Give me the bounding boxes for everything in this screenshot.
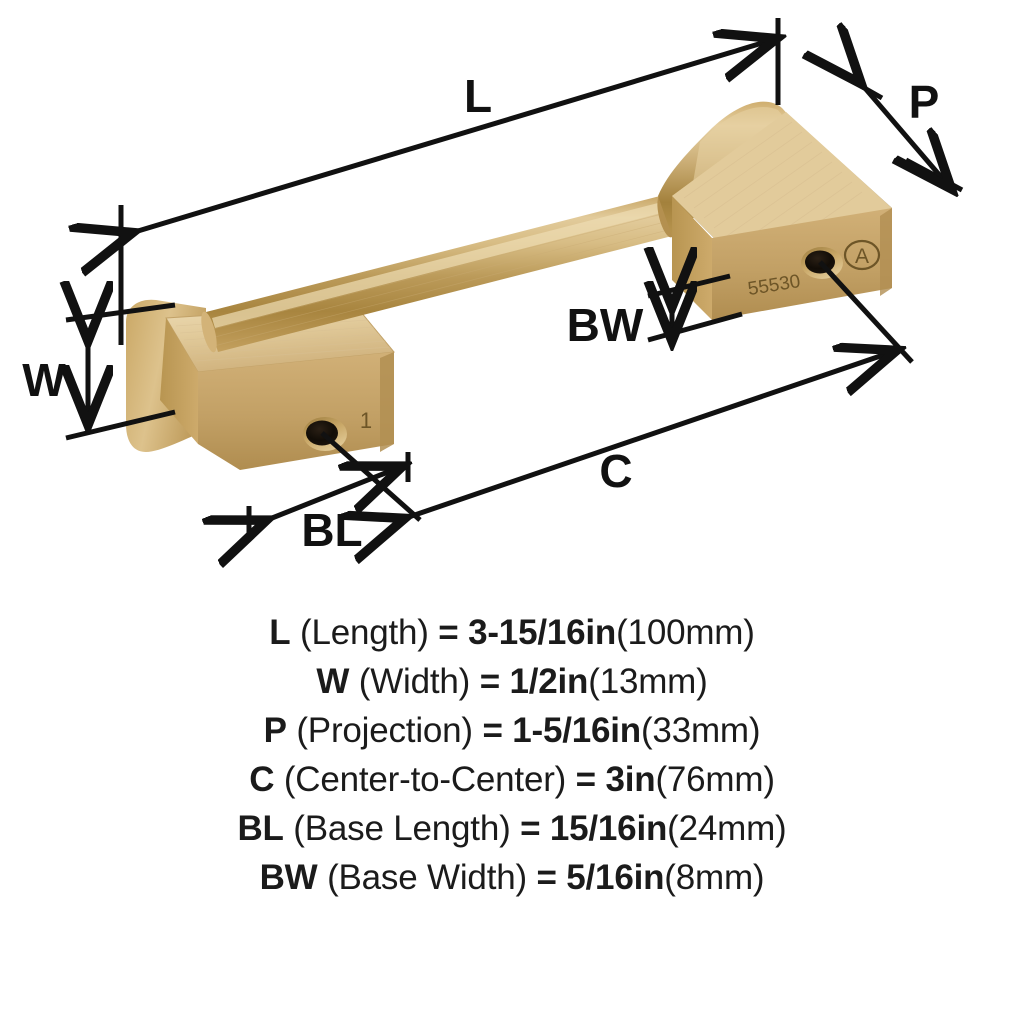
spec-value-width: 1/2in (509, 662, 589, 701)
spec-name-base-length: (Base Length) (293, 809, 511, 848)
center-to-center-dimension-line (400, 352, 892, 520)
spec-row-width: W (Width) = 1/2in(13mm) (0, 657, 1024, 706)
left-post-mark: 1 (360, 408, 372, 433)
spec-value-base-width: 5/16in (566, 858, 665, 897)
spec-equals-base-width: = (536, 858, 557, 897)
spec-name-length: (Length) (300, 613, 429, 652)
spec-value-projection: 1-5/16in (512, 711, 641, 750)
brand-mark-icon: A (843, 239, 881, 271)
spec-row-length: L (Length) = 3-15/16in(100mm) (0, 608, 1024, 657)
spec-abbr-projection: P (263, 711, 287, 750)
base-width-extension-bottom (647, 311, 743, 343)
spec-metric-base-length: (24mm) (667, 809, 787, 848)
spec-equals-base-length: = (520, 809, 541, 848)
spec-abbr-width: W (316, 662, 350, 701)
projection-dimension-line (858, 80, 948, 185)
spec-metric-center-to-center: (76mm) (655, 760, 775, 799)
spec-name-width: (Width) (358, 662, 471, 701)
spec-name-projection: (Projection) (296, 711, 473, 750)
spec-value-center-to-center: 3in (605, 760, 656, 799)
spec-row-projection: P (Projection) = 1-5/16in(33mm) (0, 706, 1024, 755)
spec-abbr-base-length: BL (237, 809, 284, 848)
label-base-width: BW (567, 299, 644, 351)
base-length-dimension-line (262, 468, 398, 522)
dimension-annotations (66, 18, 964, 536)
label-width: W (22, 354, 66, 406)
spec-value-base-length: 15/16in (549, 809, 668, 848)
spec-name-center-to-center: (Center-to-Center) (283, 760, 567, 799)
spec-equals-projection: = (482, 711, 503, 750)
spec-metric-base-width: (8mm) (664, 858, 765, 897)
spec-value-length: 3-15/16in (468, 613, 617, 652)
dimension-label-group: L W P C BL BW (22, 70, 939, 556)
spec-metric-width: (13mm) (588, 662, 708, 701)
specification-list: L (Length) = 3-15/16in(100mm) W (Width) … (0, 608, 1024, 902)
brand-mark-letter: A (855, 245, 869, 268)
spec-abbr-length: L (269, 613, 291, 652)
length-dimension-line (128, 40, 772, 234)
label-projection: P (909, 76, 940, 128)
spec-row-base-length: BL (Base Length) = 15/16in(24mm) (0, 804, 1024, 853)
label-base-length: BL (301, 504, 362, 556)
label-length: L (464, 70, 492, 122)
spec-equals-length: = (438, 613, 459, 652)
spec-name-base-width: (Base Width) (327, 858, 527, 897)
spec-metric-projection: (33mm) (640, 711, 761, 750)
spec-row-center-to-center: C (Center-to-Center) = 3in(76mm) (0, 755, 1024, 804)
spec-row-base-width: BW (Base Width) = 5/16in(8mm) (0, 853, 1024, 902)
projection-extension-lower (904, 157, 964, 193)
spec-metric-length: (100mm) (616, 613, 755, 652)
spec-equals-center-to-center: = (575, 760, 596, 799)
product-illustration: 1 (126, 101, 892, 470)
spec-equals-width: = (479, 662, 500, 701)
label-center-to-center: C (599, 445, 632, 497)
spec-abbr-base-width: BW (259, 858, 318, 897)
spec-abbr-center-to-center: C (249, 760, 275, 799)
